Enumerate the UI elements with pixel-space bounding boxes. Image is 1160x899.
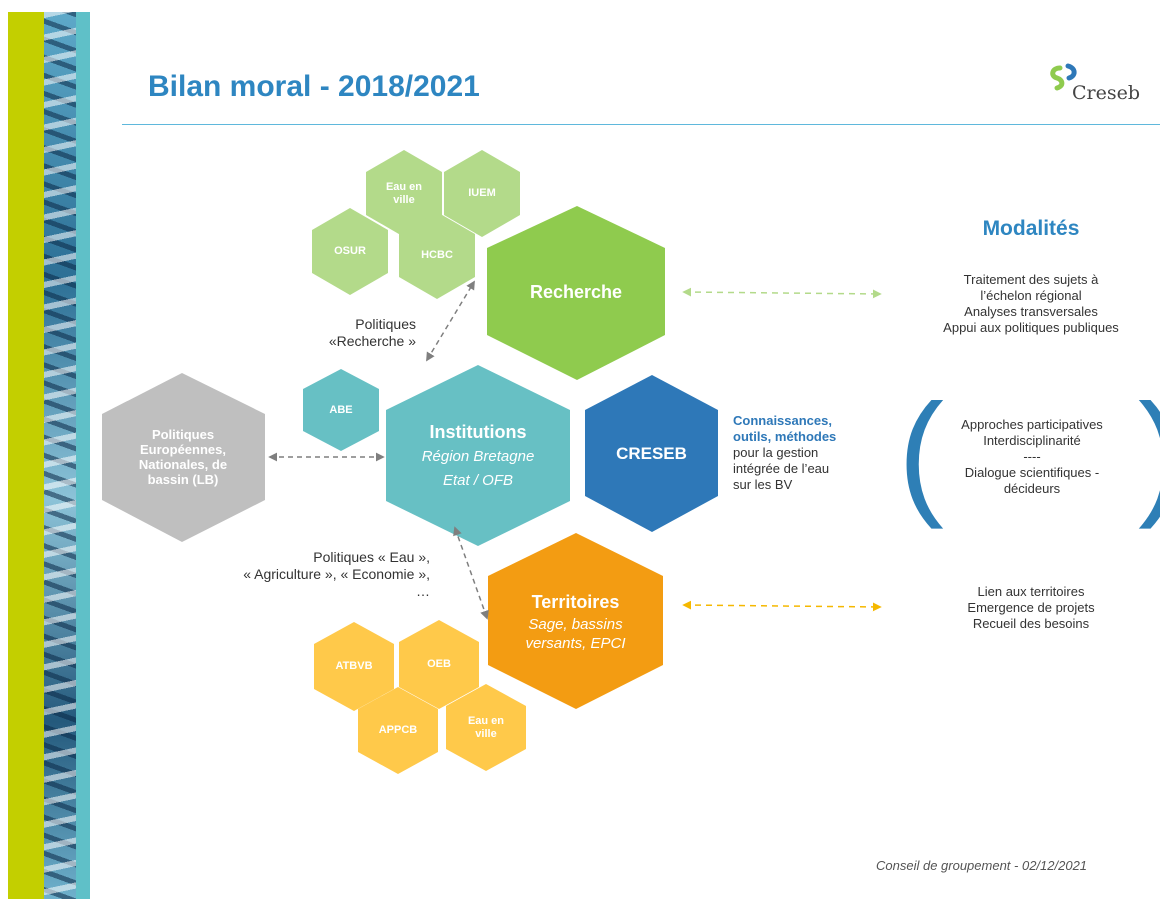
- creseb-desc-line-2: intégrée de l’eau: [733, 461, 830, 476]
- hex-oeb: [399, 620, 479, 709]
- hex-institutions-label: Institutions Région Bretagne Etat / OFB: [386, 410, 570, 501]
- modalites-creseb-line-2: Interdisciplinarité: [983, 433, 1081, 448]
- hex-creseb: [585, 375, 718, 532]
- hex-politiques-europeennes-label: Politiques Européennes, Nationales, de b…: [138, 427, 228, 487]
- label-politiques-eau: Politiques « Eau », « Agriculture », « E…: [180, 549, 430, 600]
- territoires-line-1: Sage, bassins: [528, 615, 623, 633]
- hex-atbvb: [314, 622, 394, 711]
- label-politiques-eau-line-1: Politiques « Eau »,: [313, 549, 430, 565]
- modalites-recherche-line-4: Appui aux politiques publiques: [943, 320, 1119, 335]
- arrow-recherche-modalites: [682, 287, 882, 299]
- arrow-institutions-territoires: [453, 526, 489, 620]
- hex-recherche: [487, 206, 665, 380]
- modalites-creseb-text: Approches participatives Interdisciplina…: [924, 417, 1140, 497]
- hex-creseb-label: CRESEB: [616, 444, 687, 463]
- hex-hcbc-label: HCBC: [421, 249, 453, 261]
- hex-territoires-label: Territoires Sage, bassins versants, EPCI: [488, 576, 663, 665]
- modalites-creseb-line-5: décideurs: [1003, 481, 1061, 496]
- logo-text: Creseb: [1072, 82, 1141, 104]
- hex-abe: [303, 369, 379, 451]
- modalites-territoires-text: Lien aux territoires Emergence de projet…: [906, 584, 1156, 632]
- hex-appcb: [358, 687, 438, 774]
- institutions-line-1: Région Bretagne: [421, 447, 535, 465]
- hex-institutions: [386, 365, 570, 546]
- modalites-recherche-line-2: l’échelon régional: [980, 288, 1082, 303]
- bracket-left: (: [898, 376, 944, 530]
- hex-abe-label: ABE: [329, 403, 353, 416]
- label-politiques-recherche: Politiques «Recherche »: [258, 316, 416, 350]
- hex-hcbc: [399, 212, 475, 299]
- territoires-title: Territoires: [531, 591, 620, 612]
- hex-eau-en-ville-bottom-label: Eau en ville: [467, 714, 505, 740]
- territoires-line-2: versants, EPCI: [525, 634, 626, 652]
- label-politiques-recherche-line-2: «Recherche »: [328, 333, 416, 349]
- modalites-creseb-line-1: Approches participatives: [961, 417, 1103, 432]
- creseb-desc-bold-1: Connaissances,: [733, 413, 832, 428]
- hex-appcb-label: APPCB: [378, 724, 418, 736]
- decorative-stripe-teal: [76, 12, 90, 899]
- hex-eau-en-ville-top-label: Eau en ville: [385, 180, 423, 206]
- modalites-territoires-line-1: Lien aux territoires: [977, 584, 1085, 599]
- modalites-recherche-text: Traitement des sujets à l’échelon région…: [906, 272, 1156, 336]
- creseb-desc-bold-2: outils, méthodes: [733, 429, 837, 444]
- hex-eau-en-ville-top: [366, 150, 442, 237]
- bracket-right: ): [1138, 384, 1160, 522]
- arrow-institutions-recherche: [426, 280, 475, 362]
- label-politiques-eau-line-3: …: [416, 583, 430, 599]
- creseb-desc-line-3: sur les BV: [733, 477, 793, 492]
- header-divider: [122, 124, 1160, 125]
- institutions-line-2: Etat / OFB: [442, 471, 514, 489]
- creseb-desc-line-1: pour la gestion: [733, 445, 819, 460]
- modalites-recherche-line-1: Traitement des sujets à: [963, 272, 1099, 287]
- hex-territoires: [488, 533, 663, 709]
- hex-eau-en-ville-bottom: [446, 684, 526, 771]
- label-politiques-recherche-line-1: Politiques: [355, 316, 416, 332]
- page-title: Bilan moral - 2018/2021: [148, 70, 480, 103]
- hex-atbvb-label: ATBVB: [335, 660, 373, 672]
- hex-osur-label: OSUR: [334, 245, 366, 257]
- institutions-title: Institutions: [429, 421, 527, 442]
- modalites-title: Modalités: [982, 217, 1080, 240]
- creseb-description: Connaissances, outils, méthodes pour la …: [733, 413, 873, 493]
- hex-politiques-europeennes: [102, 373, 265, 542]
- modalites-territoires-line-3: Recueil des besoins: [972, 616, 1090, 631]
- arrow-territoires-modalites: [682, 600, 882, 612]
- hex-recherche-label: Recherche: [529, 281, 623, 302]
- footer-text: Conseil de groupement - 02/12/2021: [876, 858, 1088, 873]
- creseb-logo: [1050, 63, 1077, 91]
- modalites-creseb-line-3: ----: [1023, 449, 1041, 464]
- modalites-creseb-line-4: Dialogue scientifiques -: [964, 465, 1100, 480]
- modalites-recherche-line-3: Analyses transversales: [964, 304, 1098, 319]
- hex-iuem: [444, 150, 520, 237]
- decorative-stripe-lime: [8, 12, 44, 899]
- hex-iuem-label: IUEM: [468, 187, 496, 199]
- decorative-stripe-water-photo: [44, 12, 76, 899]
- label-politiques-eau-line-2: « Agriculture », « Economie »,: [243, 566, 430, 582]
- hex-oeb-label: OEB: [427, 658, 451, 670]
- hex-osur: [312, 208, 388, 295]
- modalites-territoires-line-2: Emergence de projets: [967, 600, 1095, 615]
